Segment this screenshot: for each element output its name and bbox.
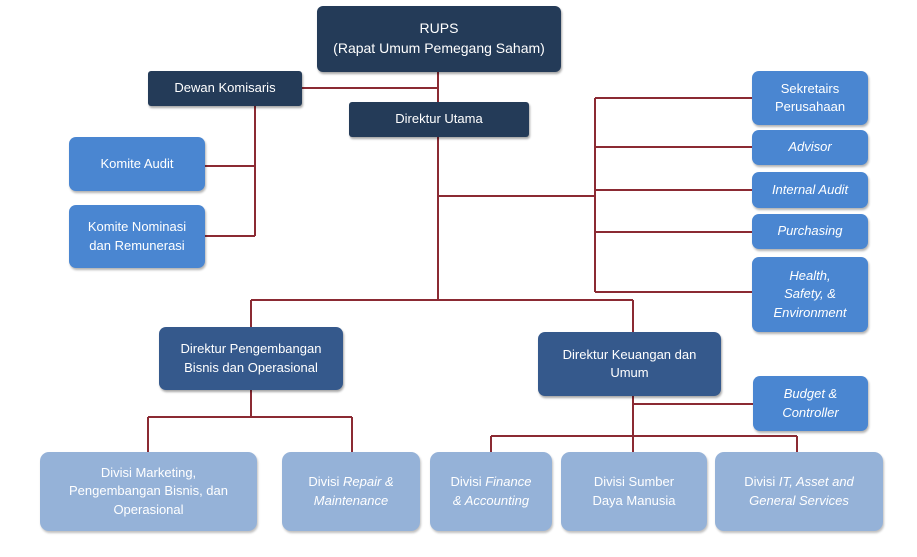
- divisi-it-prefix: Divisi: [744, 474, 779, 490]
- direktur-pengembangan-box: Direktur Pengembangan Bisnis dan Operasi…: [159, 327, 343, 390]
- direktur-pengembangan-label: Direktur Pengembangan Bisnis dan Operasi…: [180, 341, 322, 375]
- budget-controller-label: Budget & Controller: [782, 386, 839, 420]
- rups-title: RUPS: [419, 20, 459, 37]
- hse-label: Health, Safety, & Environment: [773, 268, 847, 320]
- divisi-it-label: Divisi IT, Asset and General Services: [744, 473, 854, 509]
- divisi-repair-prefix: Divisi: [308, 474, 344, 490]
- rups-subtitle: (Rapat Umum Pemegang Saham): [333, 40, 545, 56]
- sekretaris-box: Sekretairs Perusahaan: [752, 71, 868, 125]
- budget-controller-box: Budget & Controller: [753, 376, 868, 431]
- komite-nominasi-box: Komite Nominasi dan Remunerasi: [69, 205, 205, 268]
- komite-audit-box: Komite Audit: [69, 137, 205, 191]
- rups-box: RUPS (Rapat Umum Pemegang Saham): [317, 6, 561, 72]
- komite-nominasi-label: Komite Nominasi dan Remunerasi: [87, 219, 187, 253]
- divisi-finance-italic: Finance & Accounting: [452, 474, 532, 508]
- direktur-keuangan-label: Direktur Keuangan dan Umum: [562, 346, 697, 380]
- divisi-finance-prefix: Divisi: [450, 474, 486, 490]
- divisi-marketing-box: Divisi Marketing, Pengembangan Bisnis, d…: [40, 452, 257, 531]
- hse-box: Health, Safety, & Environment: [752, 257, 868, 332]
- internal-audit-label: Internal Audit: [771, 181, 849, 197]
- sekretaris-label: Sekretairs Perusahaan: [774, 80, 846, 114]
- divisi-repair-box: Divisi Repair & Maintenance: [282, 452, 420, 531]
- divisi-marketing-label: Divisi Marketing, Pengembangan Bisnis, d…: [68, 465, 228, 517]
- internal-audit-box: Internal Audit: [752, 172, 868, 208]
- direktur-utama-label: Direktur Utama: [395, 111, 483, 127]
- advisor-box: Advisor: [752, 130, 868, 165]
- purchasing-label: Purchasing: [777, 223, 843, 239]
- dewan-komisaris-label: Dewan Komisaris: [174, 80, 276, 96]
- divisi-sdm-box: Divisi Sumber Daya Manusia: [561, 452, 707, 531]
- divisi-it-italic: IT, Asset and General Services: [749, 474, 854, 508]
- divisi-finance-label: Divisi Finance & Accounting: [451, 473, 532, 509]
- divisi-finance-box: Divisi Finance & Accounting: [430, 452, 552, 531]
- connector-rups-komisaris: [302, 72, 439, 89]
- direktur-utama-box: Direktur Utama: [349, 102, 529, 137]
- direktur-keuangan-box: Direktur Keuangan dan Umum: [538, 332, 721, 396]
- divisi-repair-italic: Repair & Maintenance: [313, 474, 394, 508]
- divisi-repair-label: Divisi Repair & Maintenance: [308, 473, 393, 509]
- advisor-label: Advisor: [788, 139, 832, 155]
- komite-audit-label: Komite Audit: [100, 155, 174, 171]
- purchasing-box: Purchasing: [752, 214, 868, 249]
- dewan-komisaris-box: Dewan Komisaris: [148, 71, 302, 106]
- divisi-sdm-label: Divisi Sumber Daya Manusia: [592, 474, 676, 508]
- divisi-it-box: Divisi IT, Asset and General Services: [715, 452, 883, 531]
